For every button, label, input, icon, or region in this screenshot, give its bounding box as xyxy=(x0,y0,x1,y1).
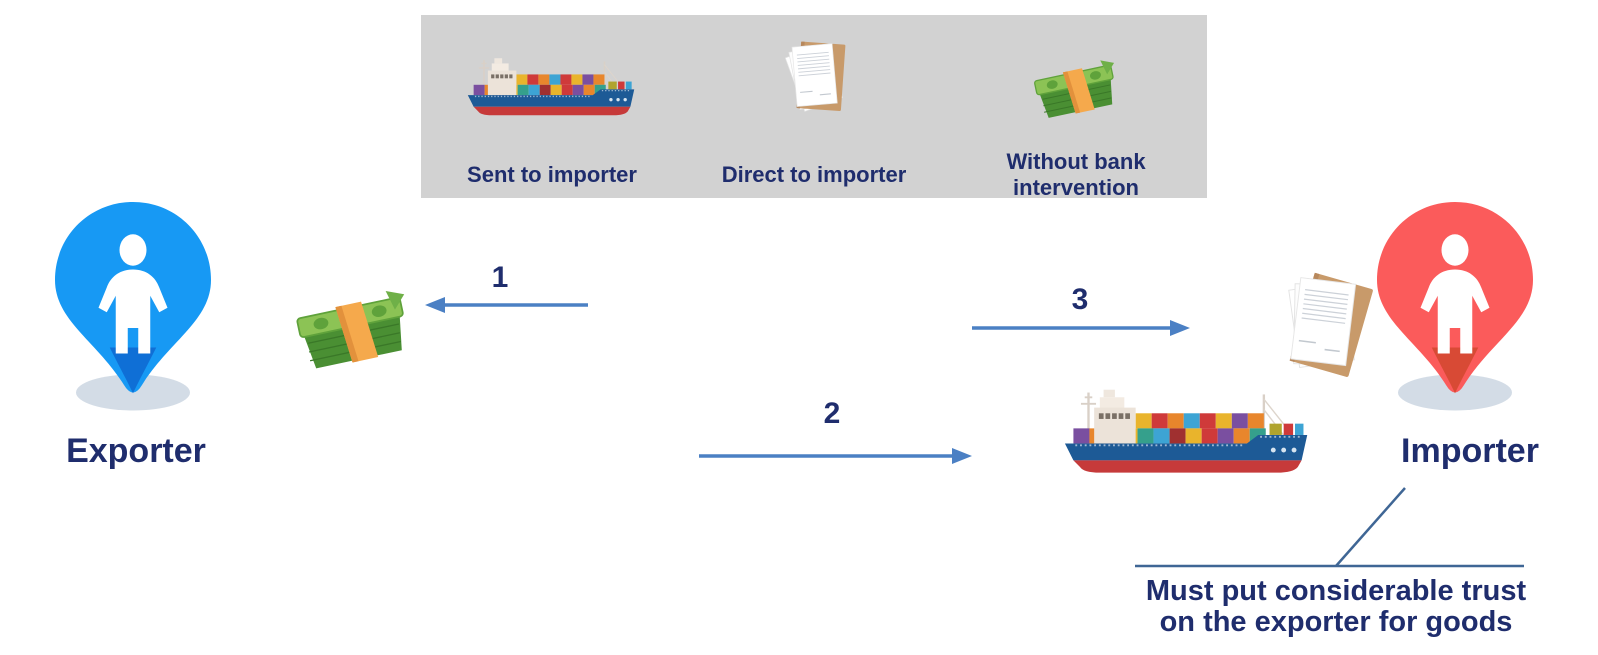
legend-item-payment: Without bank intervention xyxy=(945,15,1207,200)
legend-item-goods: Sent to importer xyxy=(421,15,683,198)
documents-icon xyxy=(784,41,847,112)
flow-1-arrow xyxy=(425,297,588,313)
legend-item-documents: Direct to importer xyxy=(683,15,945,198)
importer-pin xyxy=(1377,202,1533,411)
importer-label: Importer xyxy=(1401,432,1539,470)
legend-panel: Sent to importer Direct to importer With… xyxy=(421,15,1207,200)
importer-note: Must put considerable trust on the expor… xyxy=(1116,576,1556,638)
arrowhead-right xyxy=(1170,320,1190,336)
pin-tip xyxy=(109,347,157,394)
flow-3-number: 3 xyxy=(1071,283,1089,316)
importer-note-callout-line xyxy=(1135,487,1524,568)
legend-item-label: Sent to importer xyxy=(467,162,637,187)
legend-item-label: Direct to importer xyxy=(721,162,907,187)
legend-item-label: Without bank intervention xyxy=(1006,149,1146,200)
flow-2-number: 2 xyxy=(823,397,841,430)
importer-note-line-1: Must put considerable trust xyxy=(1145,575,1527,607)
arrowhead-left xyxy=(425,297,445,313)
flow-1-number: 1 xyxy=(491,261,509,294)
exporter-pin xyxy=(55,202,211,411)
importer-note-line-2: on the exporter for goods xyxy=(1159,606,1513,638)
flow-3-arrow xyxy=(972,320,1190,336)
arrowhead-right xyxy=(952,448,972,464)
exporter-label: Exporter xyxy=(66,432,206,470)
cargo-ship-icon xyxy=(466,57,636,117)
flow-2-arrow xyxy=(699,448,972,464)
pin-tip xyxy=(1431,347,1479,394)
money-stack-icon xyxy=(294,286,417,373)
cargo-ship-icon xyxy=(1063,388,1309,474)
money-stack-icon xyxy=(1032,57,1124,122)
